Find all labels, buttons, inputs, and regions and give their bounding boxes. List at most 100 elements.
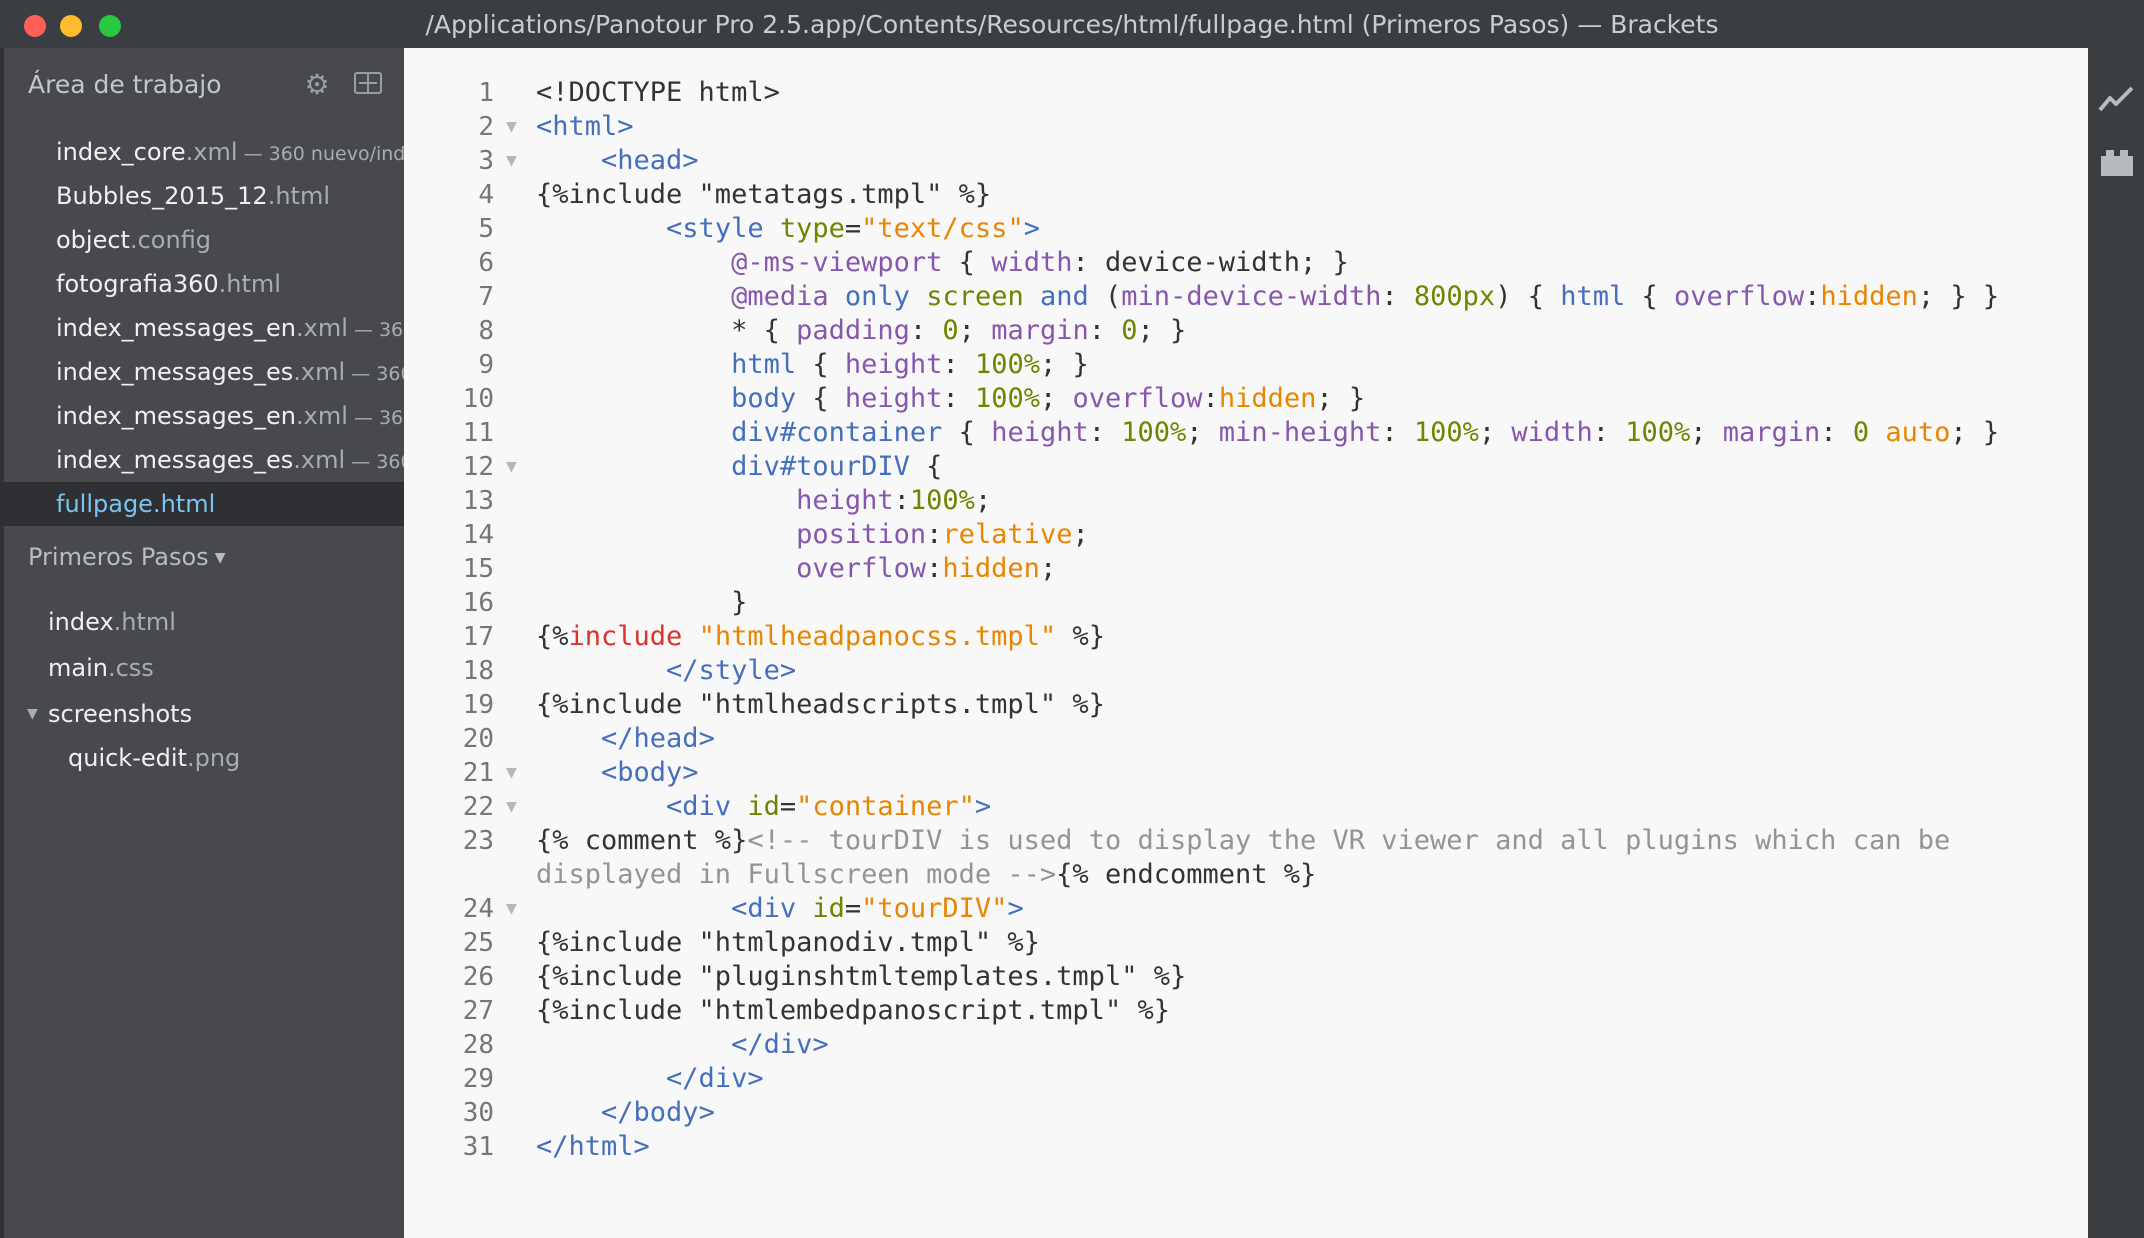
extension-manager-icon[interactable]	[2099, 148, 2135, 178]
code-line[interactable]: 26{%include "pluginshtmltemplates.tmpl" …	[404, 960, 2088, 994]
working-file-item[interactable]: index_messages_en.xml — 360	[0, 306, 404, 350]
fold-toggle-icon[interactable]: ▼	[506, 898, 517, 919]
tree-file-item[interactable]: quick-edit.png	[0, 736, 404, 781]
tree-file-item[interactable]: main.css	[0, 646, 404, 691]
code-line[interactable]: 21▼ <body>	[404, 756, 2088, 790]
code-line[interactable]: 9 html { height: 100%; }	[404, 348, 2088, 382]
code-line[interactable]: 25{%include "htmlpanodiv.tmpl" %}	[404, 926, 2088, 960]
code-line[interactable]: displayed in Fullscreen mode -->{% endco…	[404, 858, 2088, 892]
live-preview-icon[interactable]	[2098, 84, 2134, 114]
code-token: </body>	[601, 1097, 715, 1128]
code-token	[536, 1097, 601, 1128]
gear-icon[interactable]: ⚙	[304, 69, 330, 100]
folder-expanded-icon[interactable]: ▼	[27, 706, 38, 722]
fold-toggle-icon[interactable]: ▼	[506, 116, 517, 137]
split-view-icon[interactable]	[354, 72, 382, 94]
code-token: {%	[536, 621, 569, 652]
line-number: 1	[478, 78, 494, 108]
code-token: height	[844, 349, 943, 380]
code-line[interactable]: 27{%include "htmlembedpanoscript.tmpl" %…	[404, 994, 2088, 1028]
code-token: div#container	[731, 417, 943, 448]
file-name: Bubbles_2015_12	[56, 182, 268, 210]
code-token	[682, 621, 698, 652]
code-line[interactable]: 16 }	[404, 586, 2088, 620]
tree-file-item[interactable]: index.html	[0, 600, 404, 645]
zoom-window-button[interactable]	[99, 15, 121, 37]
code-token: <div	[666, 791, 748, 822]
code-line[interactable]: 31</html>	[404, 1130, 2088, 1164]
tree-folder-item[interactable]: ▼screenshots	[0, 692, 404, 737]
code-token: {	[942, 417, 992, 448]
code-token: overflow	[1072, 383, 1203, 414]
code-line[interactable]: 6 @-ms-viewport { width: device-width; }	[404, 246, 2088, 280]
working-file-item[interactable]: fullpage.html	[0, 482, 404, 526]
working-file-item[interactable]: Bubbles_2015_12.html	[0, 174, 404, 218]
minimize-window-button[interactable]	[60, 15, 82, 37]
project-dropdown[interactable]: Primeros Pasos▼	[28, 543, 225, 571]
code-line[interactable]: 20 </head>	[404, 722, 2088, 756]
code-line[interactable]: 23{% comment %}<!-- tourDIV is used to d…	[404, 824, 2088, 858]
code-line[interactable]: 7 @media only screen and (min-device-wid…	[404, 280, 2088, 314]
code-line[interactable]: 29 </div>	[404, 1062, 2088, 1096]
code-line[interactable]: 3▼ <head>	[404, 144, 2088, 178]
code-editor[interactable]: 1<!DOCTYPE html>2▼<html>3▼ <head>4{%incl…	[404, 48, 2088, 1238]
working-file-item[interactable]: index_core.xml — 360 nuevo/ind	[0, 130, 404, 174]
code-token	[536, 349, 731, 380]
fold-toggle-icon[interactable]: ▼	[506, 796, 517, 817]
tree-item-name: quick-edit	[68, 744, 187, 772]
code-line[interactable]: 17{%include "htmlheadpanocss.tmpl" %}	[404, 620, 2088, 654]
code-text: div#tourDIV {	[536, 450, 942, 484]
code-line[interactable]: 13 height:100%;	[404, 484, 2088, 518]
code-line[interactable]: 18 </style>	[404, 654, 2088, 688]
line-number: 31	[462, 1132, 494, 1162]
code-line[interactable]: 5 <style type="text/css">	[404, 212, 2088, 246]
code-token: :	[1202, 383, 1219, 414]
code-line[interactable]: 11 div#container { height: 100%; min-hei…	[404, 416, 2088, 450]
close-window-button[interactable]	[24, 15, 46, 37]
code-token: :	[893, 485, 910, 516]
code-text: }	[536, 586, 747, 620]
fold-toggle-icon[interactable]: ▼	[506, 150, 517, 171]
tree-item-name: main	[48, 654, 108, 682]
code-token: >	[1023, 213, 1040, 244]
code-line[interactable]: 4{%include "metatags.tmpl" %}	[404, 178, 2088, 212]
working-file-item[interactable]: index_messages_es.xml — 360	[0, 350, 404, 394]
line-number: 29	[462, 1064, 494, 1094]
code-line[interactable]: 28 </div>	[404, 1028, 2088, 1062]
working-file-item[interactable]: object.config	[0, 218, 404, 262]
code-token: {	[1625, 281, 1675, 312]
code-line[interactable]: 2▼<html>	[404, 110, 2088, 144]
file-extension: .html	[267, 182, 330, 210]
code-token: </style>	[666, 655, 797, 686]
code-line[interactable]: 24▼ <div id="tourDIV">	[404, 892, 2088, 926]
code-line[interactable]: 8 * { padding: 0; margin: 0; }	[404, 314, 2088, 348]
working-file-item[interactable]: index_messages_en.xml — 360	[0, 394, 404, 438]
project-name: Primeros Pasos	[28, 543, 209, 571]
code-line[interactable]: 14 position:relative;	[404, 518, 2088, 552]
code-token: 0	[1852, 417, 1870, 448]
code-line[interactable]: 10 body { height: 100%; overflow:hidden;…	[404, 382, 2088, 416]
code-token: <style	[666, 213, 780, 244]
line-number: 22	[462, 792, 494, 822]
code-line[interactable]: 22▼ <div id="container">	[404, 790, 2088, 824]
fold-toggle-icon[interactable]: ▼	[506, 762, 517, 783]
code-token: "htmlheadpanocss.tmpl"	[698, 621, 1057, 652]
code-token: =	[844, 213, 862, 244]
right-toolbar	[2088, 48, 2144, 1238]
fold-toggle-icon[interactable]: ▼	[506, 456, 517, 477]
code-line[interactable]: 19{%include "htmlheadscripts.tmpl" %}	[404, 688, 2088, 722]
code-token: @-ms-viewport	[731, 247, 943, 278]
code-line[interactable]: 30 </body>	[404, 1096, 2088, 1130]
code-line[interactable]: 1<!DOCTYPE html>	[404, 76, 2088, 110]
code-token	[536, 145, 601, 176]
working-file-item[interactable]: fotografia360.html	[0, 262, 404, 306]
file-path-note: — 360	[351, 363, 404, 385]
code-line[interactable]: 12▼ div#tourDIV {	[404, 450, 2088, 484]
working-file-item[interactable]: index_messages_es.xml — 360	[0, 438, 404, 482]
code-text: displayed in Fullscreen mode -->{% endco…	[536, 858, 1316, 892]
line-number: 10	[462, 384, 494, 414]
file-name: object	[56, 226, 130, 254]
code-line[interactable]: 15 overflow:hidden;	[404, 552, 2088, 586]
code-text: </div>	[536, 1028, 829, 1062]
